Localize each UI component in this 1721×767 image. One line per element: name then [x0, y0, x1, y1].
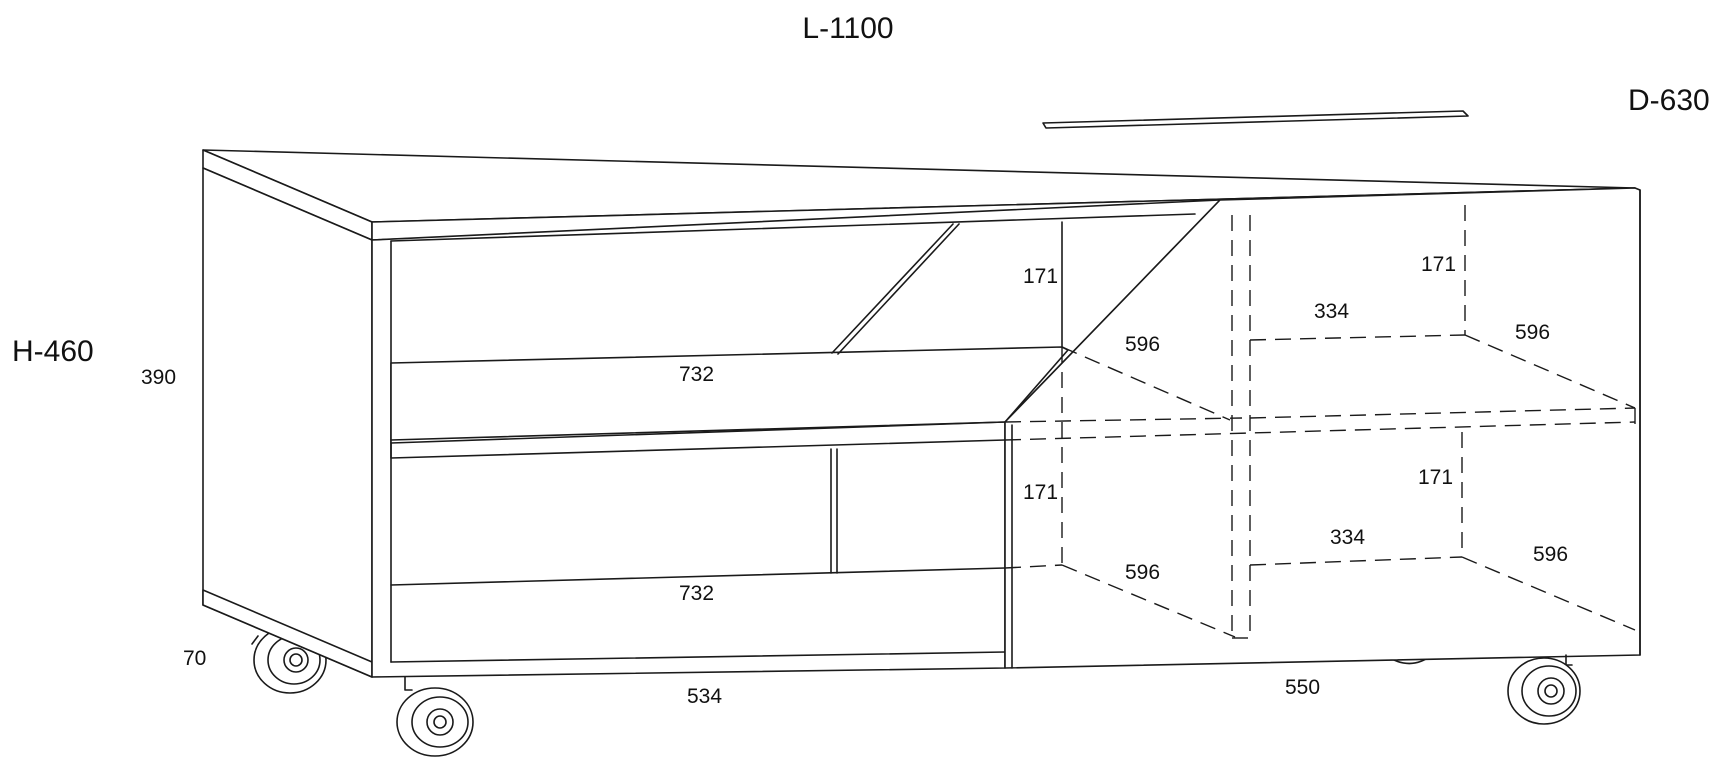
- upper-compartment-height-label: 171: [1023, 265, 1058, 288]
- cable-slot: [1042, 110, 1469, 129]
- lower-compartment-height-label: 171: [1023, 481, 1058, 504]
- inner-height-label: 390: [141, 366, 176, 389]
- right-lower-height-label: 171: [1418, 466, 1453, 489]
- door-width-label: 550: [1285, 676, 1320, 699]
- right-lower-width-label: 334: [1330, 526, 1365, 549]
- left-upper-depth-label: 596: [1125, 333, 1160, 356]
- plinth-height-label: 70: [183, 647, 206, 670]
- front-right-castor: [1507, 654, 1581, 725]
- right-upper-width-label: 334: [1314, 300, 1349, 323]
- left-lower-depth-label: 596: [1125, 561, 1160, 584]
- lower-shelf-width-label: 732: [679, 582, 714, 605]
- upper-shelf: [390, 346, 1069, 444]
- right-upper-height-label: 171: [1421, 253, 1456, 276]
- right-upper-depth-label: 596: [1515, 321, 1550, 344]
- front-left-castor: [396, 676, 474, 757]
- hidden-lines: [1004, 205, 1636, 639]
- depth-label: D-630: [1628, 84, 1710, 117]
- cabinet-body: [202, 110, 1641, 678]
- length-label: L-1100: [802, 12, 893, 45]
- dimension-labels: L-1100 D-630 H-460 390 70 534 550 732 73…: [12, 12, 1710, 708]
- height-label: H-460: [12, 335, 94, 368]
- right-lower-depth-label: 596: [1533, 543, 1568, 566]
- open-width-label: 534: [687, 685, 722, 708]
- upper-shelf-width-label: 732: [679, 363, 714, 386]
